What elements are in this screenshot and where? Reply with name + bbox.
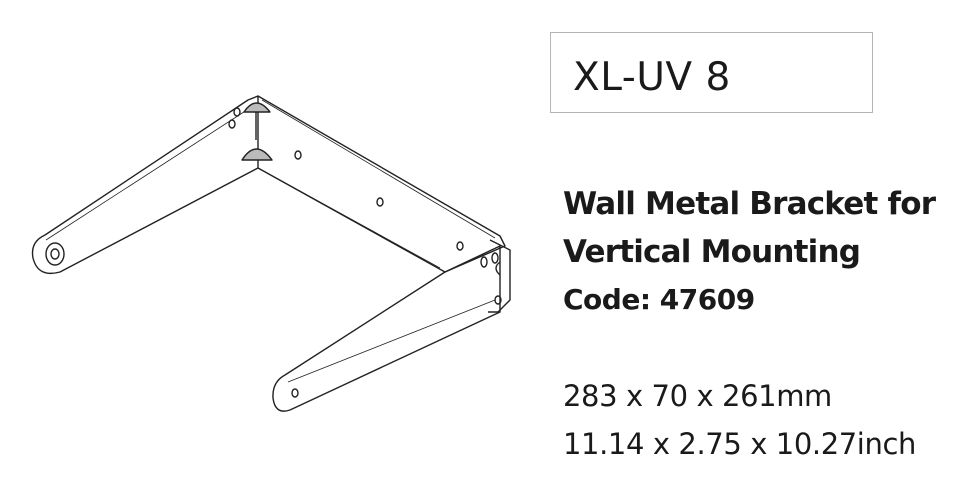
product-title-line1: Wall Metal Bracket for — [563, 186, 936, 222]
mounting-hole — [233, 107, 241, 117]
side-plate — [488, 239, 511, 313]
side-plate-hole — [491, 252, 499, 264]
dimensions-mm: 283 x 70 x 261mm — [563, 379, 832, 413]
mounting-hole — [376, 197, 384, 207]
product-title: Wall Metal Bracket for Vertical Mounting — [563, 180, 936, 276]
left-arm-hole-inner — [50, 248, 60, 260]
right-arm-edge — [287, 299, 496, 383]
side-plate-hole — [480, 256, 488, 268]
model-name: XL-UV 8 — [573, 55, 731, 100]
mounting-hole — [456, 241, 464, 251]
product-code: Code: 47609 — [563, 283, 755, 316]
left-arm — [31, 95, 259, 275]
mount-knob-bottom — [241, 148, 273, 161]
right-arm-hole — [291, 388, 299, 398]
top-plate-fold — [257, 167, 441, 269]
mount-knob-top — [243, 102, 271, 113]
product-title-line2: Vertical Mounting — [563, 234, 861, 270]
dimensions: 283 x 70 x 261mm 11.14 x 2.75 x 10.27inc… — [563, 372, 916, 468]
mounting-hole — [294, 150, 302, 160]
bracket-drawing — [31, 95, 511, 412]
dimensions-inch: 11.14 x 2.75 x 10.27inch — [563, 427, 916, 461]
model-name-box — [550, 32, 873, 113]
top-plate — [257, 95, 506, 273]
mounting-hole — [228, 119, 236, 129]
left-arm-edge — [45, 107, 251, 241]
right-arm — [272, 245, 501, 412]
top-plate-edge — [261, 99, 496, 239]
side-plate-notch — [495, 261, 501, 276]
left-arm-hole — [45, 242, 65, 266]
